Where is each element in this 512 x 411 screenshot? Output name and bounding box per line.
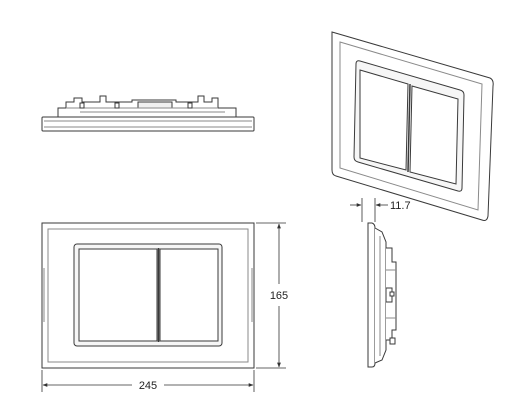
side-view (367, 222, 397, 368)
depth-dimension (350, 198, 388, 222)
front-view (41, 222, 255, 369)
top-view (41, 95, 255, 132)
width-dimension (41, 370, 255, 392)
perspective-view (331, 31, 494, 221)
height-dimension (256, 222, 286, 369)
height-label: 165 (270, 290, 288, 302)
width-label: 245 (139, 380, 157, 392)
depth-label: 11.7 (390, 200, 411, 212)
